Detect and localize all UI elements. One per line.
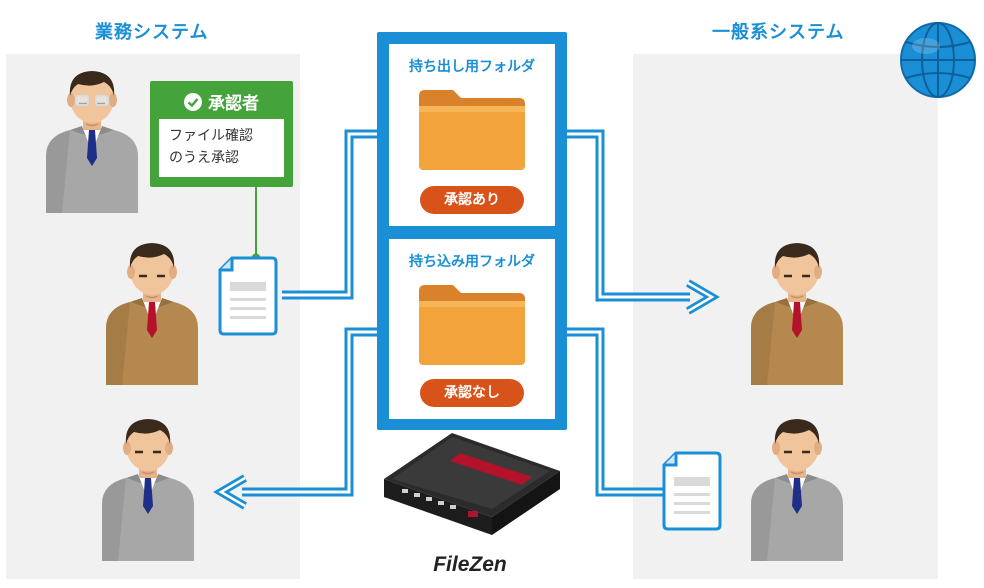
left-zone-title: 業務システム [95,22,209,43]
inbound-folder-label: 持ち込み用フォルダ [409,254,535,270]
outbound-folder-panel: 持ち出し用フォルダ 承認あり [389,44,555,226]
person-icon [749,417,845,563]
folder-icon [419,90,525,170]
person-icon [100,417,196,563]
product-logo: FileZen [433,553,507,576]
approver-card: 承認者 ファイル確認 のうえ承認 [150,81,293,187]
globe-icon [900,22,976,98]
person-icon [44,69,140,215]
person-icon [104,241,200,387]
outbound-status-badge: 承認あり [420,186,524,214]
approver-note: ファイル確認 のうえ承認 [159,119,284,177]
check-icon [184,93,202,111]
person-icon [749,241,845,387]
folder-icon [419,285,525,365]
right-zone-title: 一般系システム [712,22,845,43]
document-icon [218,256,278,336]
filezen-hub: 持ち出し用フォルダ 承認あり 持ち込み用フォルダ 承認なし [377,32,567,430]
server-appliance-icon [384,433,560,535]
inbound-status-badge: 承認なし [420,379,524,407]
approver-note-line: のうえ承認 [169,150,239,166]
document-icon [662,451,722,531]
inbound-folder-panel: 持ち込み用フォルダ 承認なし [389,239,555,419]
approver-note-line: ファイル確認 [169,128,253,144]
approver-title: 承認者 [208,94,259,114]
outbound-folder-label: 持ち出し用フォルダ [409,59,535,75]
